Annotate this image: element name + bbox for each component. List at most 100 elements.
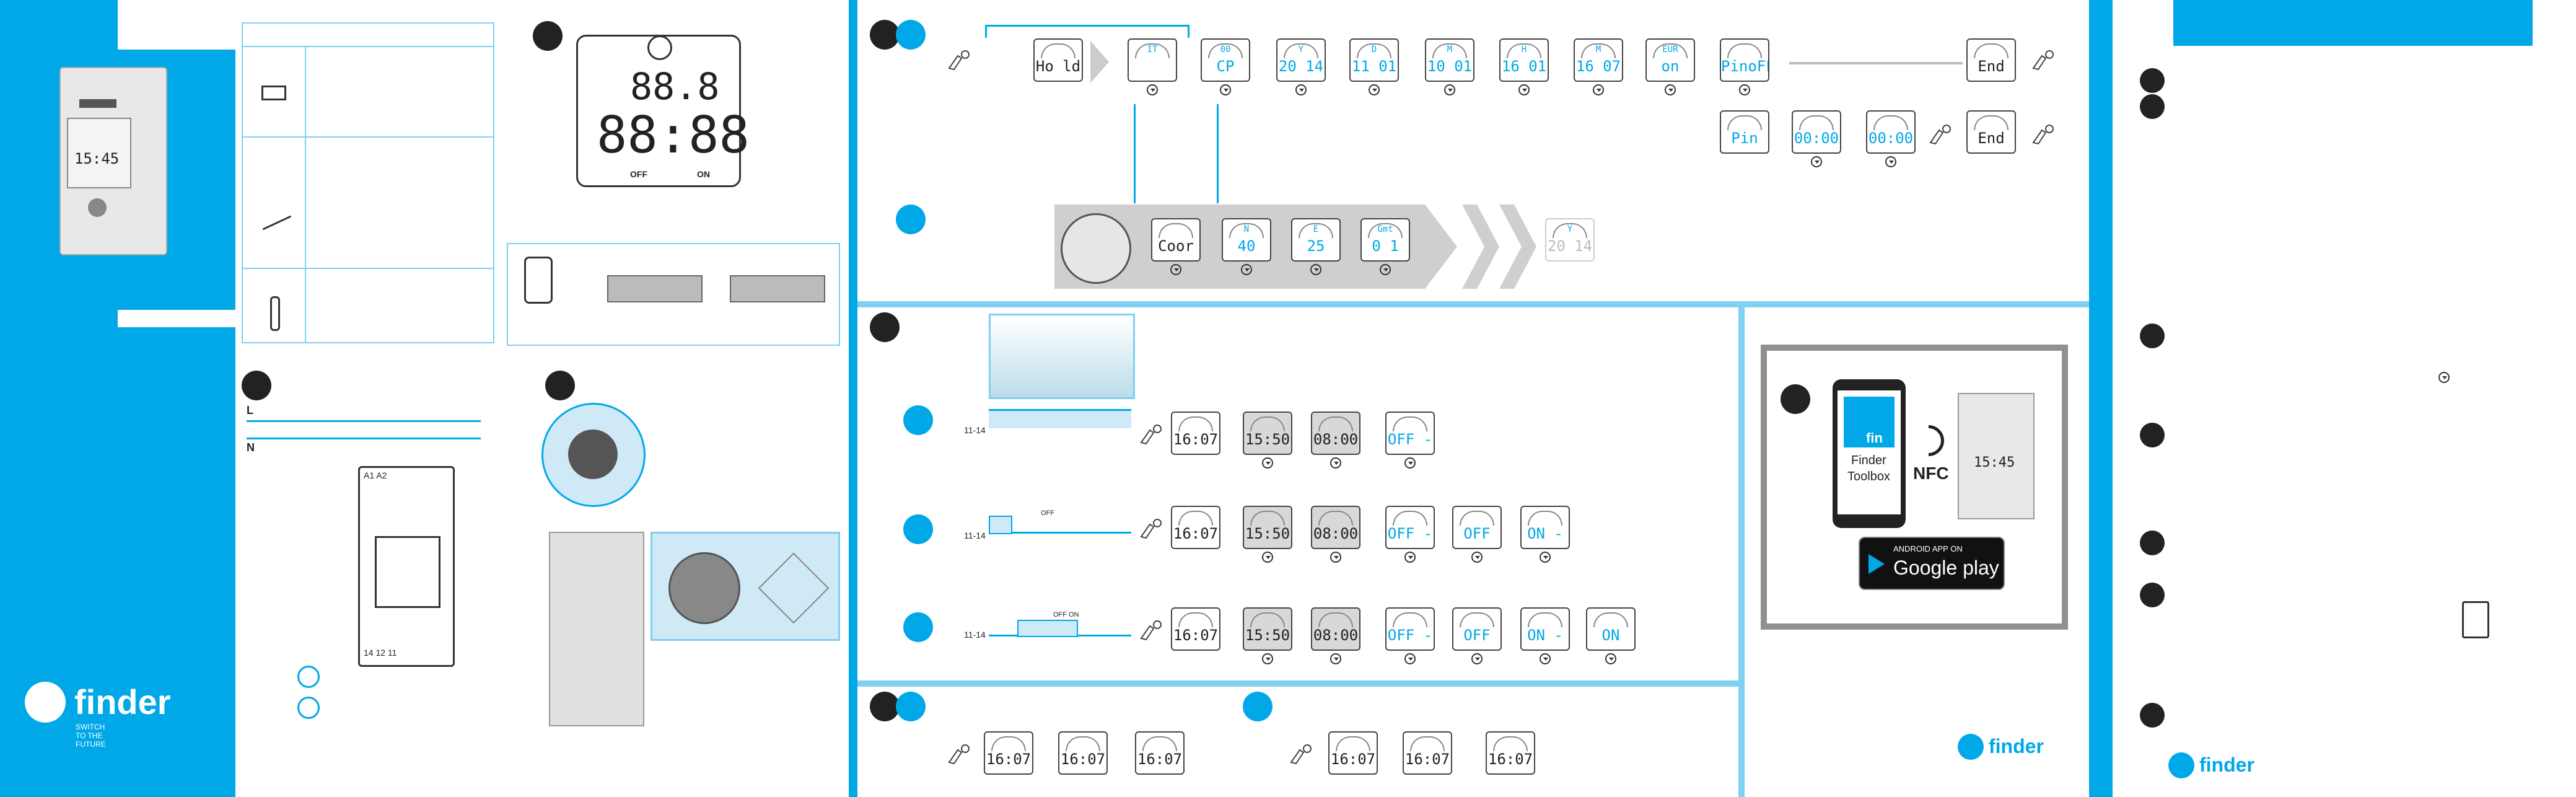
spec-row-divider (243, 136, 493, 138)
hand-press-icon (948, 744, 971, 765)
lcd-screen: Pin on (1720, 110, 1769, 154)
step-badge-bottom-right (1243, 692, 1273, 721)
lcd-screen: Coor (1151, 218, 1201, 262)
finder-logo-right-icon (2168, 752, 2194, 778)
lcd-screen: OFF 23:00 (1452, 607, 1502, 651)
lcd-screen-label: Y (1298, 45, 1304, 55)
lcd-screen: 08:00 (1311, 412, 1360, 455)
down-button-icon (1471, 552, 1483, 563)
down-button-icon (1147, 84, 1158, 95)
step-badge-bottom-black (870, 692, 900, 721)
spec-table (242, 22, 494, 343)
lcd-screen-value: CP (1216, 58, 1235, 75)
lcd-screen-value: 15:50 (1245, 431, 1290, 448)
lcd-screen: ON --:-- (1520, 506, 1570, 549)
down-button-icon (1220, 84, 1231, 95)
app-name-1: Finder (1851, 454, 1886, 467)
wiring-screen (375, 536, 440, 608)
lcd-screen: 16:07 (984, 731, 1033, 775)
keypad-knob[interactable] (668, 552, 740, 624)
phone-screen: fin Finder Toolbox (1838, 390, 1901, 514)
lcd-screen: 16:07 (1171, 607, 1220, 651)
lcd-screen: 15:50 (1243, 412, 1292, 455)
finder-logo-text: finder (74, 682, 171, 721)
step-badge-prog-a (903, 405, 933, 435)
step-badge-row1-black (870, 20, 900, 50)
step-badge-prog-b (903, 514, 933, 544)
wire-N-label: N (247, 441, 255, 454)
lcd-screen: 16:07 (1171, 506, 1220, 549)
cable-1 (607, 275, 703, 302)
keypad-cross[interactable] (758, 552, 830, 624)
lcd-screen: 08:00 (1311, 607, 1360, 651)
lcd-screen-value: 16 07 (1575, 58, 1621, 75)
lcd-screen: OFF --:-- (1385, 506, 1435, 549)
lcd-screen-value: 08:00 (1313, 525, 1359, 542)
lcd-screen-value: on (1661, 58, 1680, 75)
left-blue-notch-top (118, 0, 235, 50)
divider-right (2089, 0, 2113, 797)
device-knob[interactable] (88, 198, 107, 217)
lcd-top-digits: 88.8 (630, 65, 720, 108)
contact-label-a: 11-14 (964, 425, 986, 435)
down-button-icon (1380, 264, 1391, 275)
google-play-badge[interactable]: ANDROID APP ON Google play (1859, 537, 2005, 590)
lcd-screen: 15:50 (1243, 506, 1292, 549)
lcd-screen-value: 16:07 (1173, 431, 1219, 448)
lcd-screen-value: Coor (1158, 237, 1194, 255)
lcd-screen-value: OFF 23:00 (1463, 627, 1491, 644)
device-illustration: 15:45 (59, 67, 167, 255)
down-button-icon (1593, 84, 1604, 95)
lcd-on-label: ON (697, 169, 710, 179)
down-button-icon (1665, 84, 1676, 95)
lcd-overview: 88.8 88:88 OFF ON (576, 35, 750, 187)
lcd-screen-value: 10 01 (1427, 58, 1473, 75)
lcd-screen: OFF --:-- (1385, 607, 1435, 651)
contact-label-c: 11-14 (964, 630, 986, 640)
down-button-icon (1471, 653, 1483, 664)
lcd-screen: ON --:-- (1520, 607, 1570, 651)
finder-logo-mid-icon (1958, 734, 1984, 760)
phone: fin Finder Toolbox (1833, 379, 1906, 528)
lcd-screen: End (1966, 38, 2016, 82)
nfc-waves-icon (1906, 418, 1951, 463)
lcd-screen: OFF -- (1385, 412, 1435, 455)
geo-connector-1 (1134, 104, 1136, 203)
timeline-a (989, 409, 1131, 428)
nfc-device-time: 15:45 (1974, 455, 2015, 470)
down-button-icon (1811, 156, 1822, 167)
down-button-icon (1444, 84, 1455, 95)
lcd-screen-value: Pin on (1731, 130, 1758, 147)
lcd-screen-value: 16 01 (1501, 58, 1547, 75)
knob-body (568, 429, 618, 479)
down-button-icon (2438, 372, 2450, 383)
finder-logo-right-text: finder (2199, 754, 2254, 776)
contact-icon (262, 215, 292, 231)
step-badge-r5 (2140, 531, 2165, 555)
row1-dashed-connector (1789, 62, 1963, 64)
hand-press-icon (1140, 518, 1163, 539)
globe-icon (1061, 213, 1131, 284)
app-name-2: Toolbox (1847, 470, 1890, 483)
lcd-screen-value: 16:07 (986, 751, 1032, 768)
hand-press-icon (2032, 124, 2056, 145)
device-screen: 15:45 (67, 118, 131, 188)
right-header-bar (2173, 0, 2533, 46)
lcd-screen: 16:07 (1486, 731, 1535, 775)
down-button-icon (1540, 653, 1551, 664)
lcd-screen: PinoFF (1720, 38, 1769, 82)
lcd-screen-value: 16:07 (1137, 751, 1183, 768)
screwdriver-icon (524, 257, 553, 304)
lcd-screen: 16:07 (1058, 731, 1108, 775)
cable-strip-panel (507, 243, 840, 346)
wire-N (247, 438, 481, 439)
lcd-screen-value: 16:07 (1487, 751, 1533, 768)
lcd-screen: End (1966, 110, 2016, 154)
lcd-screen-value: 15:50 (1245, 525, 1290, 542)
lamp-icon-2 (297, 697, 320, 719)
